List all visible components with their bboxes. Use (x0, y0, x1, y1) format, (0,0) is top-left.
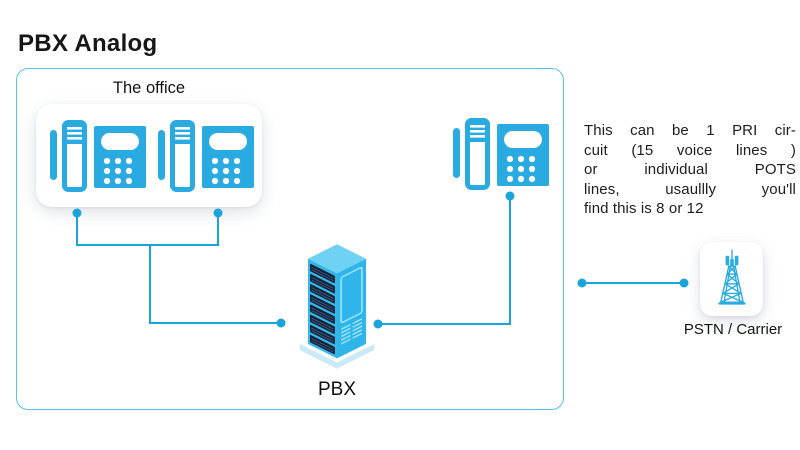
annotation-line: find this is 8 or 12 (584, 200, 704, 217)
annotation-line: This can be 1 PRI cir- (584, 122, 796, 139)
pbx-label: PBX (317, 379, 357, 400)
annotation-line: cuit (15 voice lines ) (584, 141, 796, 159)
pstn-carrier-card (700, 242, 763, 316)
office-boundary-box: The office (16, 68, 564, 410)
office-label: The office (112, 79, 186, 97)
server-rack-icon (299, 244, 375, 369)
pstn-label: PSTN / Carrier (683, 321, 783, 338)
annotation-line: or individual POTS (584, 161, 796, 178)
desk-phone-icon (453, 118, 549, 190)
annotation-line: lines, usaullly you'll (584, 180, 796, 198)
annotation-text: This can be 1 PRI cir- cuit (15 voice li… (584, 121, 796, 219)
desk-phone-icon (158, 120, 254, 192)
page-title: PBX Analog (18, 30, 158, 57)
pbx-node: PBX (285, 237, 389, 407)
radio-tower-icon (717, 249, 746, 305)
desk-phone-icon (50, 120, 146, 192)
office-phones-card (36, 104, 262, 207)
